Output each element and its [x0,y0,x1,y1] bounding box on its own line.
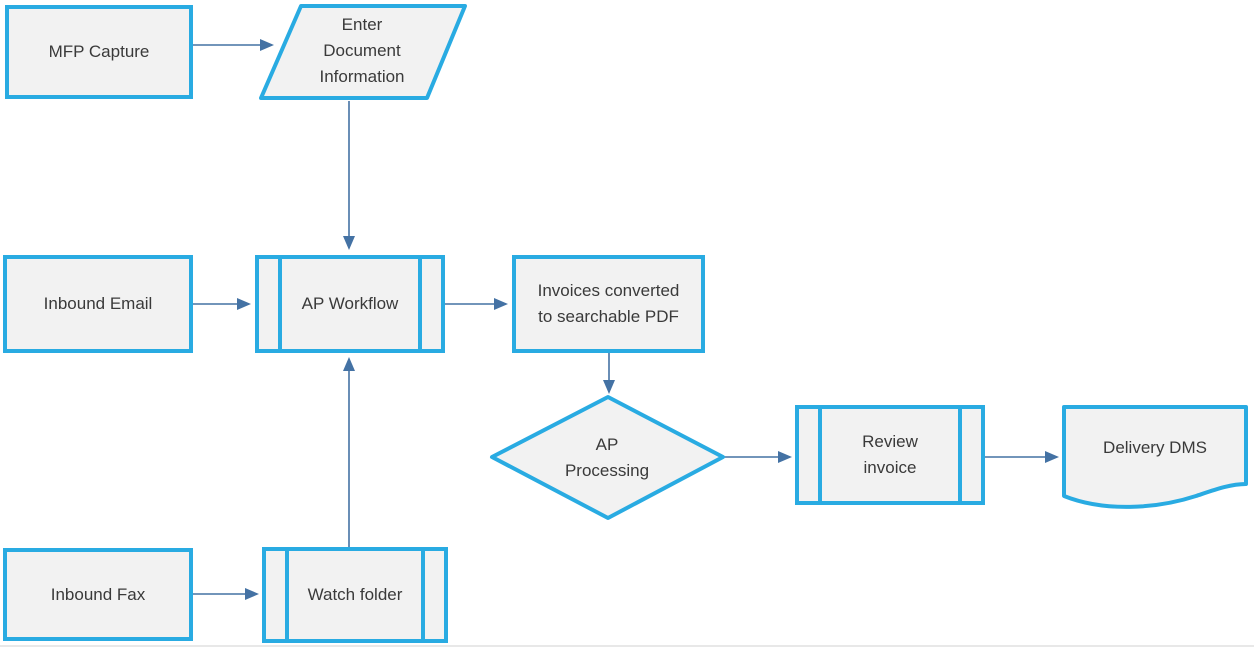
predefined-process-left-bar [818,409,822,501]
bottom-edge-divider [0,645,1254,647]
predefined-process-left-bar [285,551,289,639]
node-mfp-capture: MFP Capture [5,5,193,99]
node-delivery-dms-label: Delivery DMS [1103,438,1207,457]
node-inbound-fax-label: Inbound Fax [50,584,146,604]
predefined-process-right-bar [421,551,425,639]
node-ap-workflow: AP Workflow [255,255,445,353]
parallelogram-enter-document-information [259,4,467,100]
predefined-process-right-bar [418,259,422,349]
document-delivery-dms [1062,405,1248,509]
node-watch-folder: Watch folder [262,547,448,643]
diamond-ap-processing [490,395,725,520]
node-invoices-converted-label: Invoices converted to searchable PDF [537,281,680,326]
node-ap-workflow-label: AP Workflow [301,294,399,313]
node-mfp-capture-label: MFP Capture [48,42,150,61]
predefined-process-right-bar [958,409,962,501]
node-watch-folder-label: Watch folder [307,585,403,604]
node-inbound-fax: Inbound Fax [3,548,193,641]
node-review-invoice-label: Review invoice [862,432,918,477]
predefined-process-left-bar [278,259,282,349]
spacer [392,353,609,392]
node-review-invoice: Review invoice [795,405,985,505]
node-invoices-converted: Invoices converted to searchable PDF [512,255,705,353]
node-enter-document-information-label: Enter Document Information [319,15,405,86]
node-ap-processing-label: AP Processing [564,435,650,480]
node-inbound-email-label: Inbound Email [43,294,153,313]
node-inbound-email: Inbound Email [3,255,193,353]
